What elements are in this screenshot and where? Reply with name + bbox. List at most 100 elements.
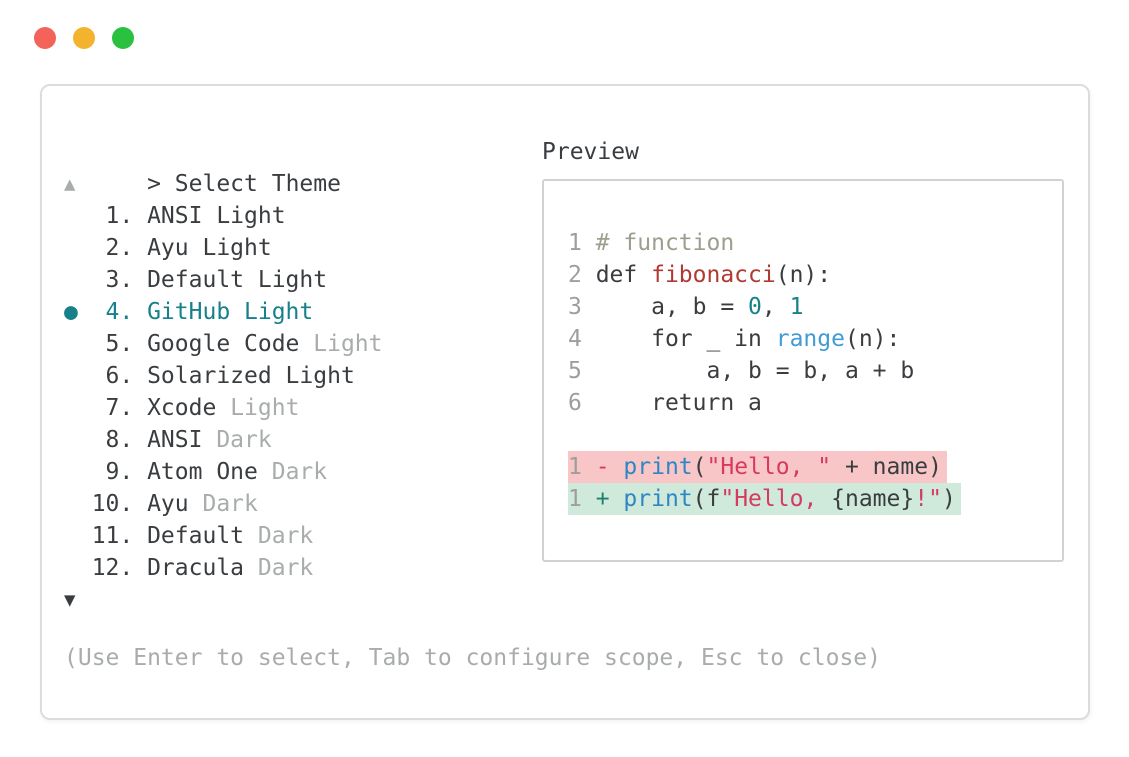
theme-option-label: Ayu Light [147, 235, 272, 261]
theme-option-number: 1. [105, 203, 134, 229]
theme-option-number: 5. [105, 331, 134, 357]
theme-option-label: Xcode [147, 395, 217, 421]
theme-option-github-light[interactable]: ● 4. GitHub Light [64, 296, 383, 328]
code-token-ins: + [595, 486, 624, 512]
selected-bullet-icon: ● [64, 299, 78, 325]
window-controls [34, 27, 134, 49]
theme-option-ayu-light[interactable]: 2. Ayu Light [64, 232, 383, 264]
theme-option-label: GitHub Light [147, 299, 314, 325]
code-token-string: !" [914, 486, 942, 512]
theme-option-default[interactable]: 11. Default Dark [64, 520, 383, 552]
line-number: 3 [568, 294, 582, 320]
code-token-plain: (f [692, 486, 721, 512]
prompt-icon: > [147, 171, 161, 197]
code-token-plain: ) [941, 486, 956, 512]
theme-option-number: 11. [91, 523, 134, 549]
theme-option-label: ANSI Light [147, 203, 286, 229]
theme-option-number: 12. [91, 555, 134, 581]
line-number: 4 [568, 326, 582, 352]
code-token-plain: for _ in [595, 326, 776, 352]
line-number: 1 [568, 454, 582, 480]
theme-option-ansi-light[interactable]: 1. ANSI Light [64, 200, 383, 232]
theme-option-variant: Dark [202, 491, 258, 517]
theme-option-dracula[interactable]: 12. Dracula Dark [64, 552, 383, 584]
theme-option-number: 3. [105, 267, 134, 293]
line-number: 5 [568, 358, 582, 384]
theme-option-ansi[interactable]: 8. ANSI Dark [64, 424, 383, 456]
theme-option-atom-one[interactable]: 9. Atom One Dark [64, 456, 383, 488]
code-token-comment: # function [595, 230, 735, 256]
picker-header: > Select Theme [64, 136, 383, 197]
code-token-string: "Hello, [720, 486, 832, 512]
theme-option-label: Ayu [147, 491, 189, 517]
theme-option-xcode[interactable]: 7. Xcode Light [64, 392, 383, 424]
code-token-plain: a, b = b, a + b [595, 358, 915, 384]
theme-option-number: 9. [105, 459, 134, 485]
line-number: 6 [568, 390, 582, 416]
theme-option-variant: Dark [216, 427, 272, 453]
theme-option-number: 8. [105, 427, 134, 453]
line-number: 1 [568, 486, 582, 512]
code-token-plain: (n): [844, 326, 901, 352]
code-token-plain: + name) [831, 454, 942, 480]
code-token-num: 1 [789, 294, 804, 320]
code-line: 4 for _ in range(n): [568, 323, 1062, 355]
preview-title: Preview [542, 139, 639, 165]
theme-option-label: Default Light [147, 267, 328, 293]
theme-option-ayu[interactable]: 10. Ayu Dark [64, 488, 383, 520]
code-token-plain: a, b = [595, 294, 749, 320]
code-line: 3 a, b = 0, 1 [568, 291, 1062, 323]
code-token-plain: {name} [831, 486, 915, 512]
theme-option-variant: Light [230, 395, 300, 421]
picker-title: Select Theme [174, 171, 341, 197]
theme-option-label: Atom One [147, 459, 258, 485]
theme-option-number: 6. [105, 363, 134, 389]
code-line: 5 a, b = b, a + b [568, 355, 1062, 387]
code-token-call: print [623, 486, 693, 512]
code-token-plain: def [595, 262, 652, 288]
theme-option-label: Solarized Light [147, 363, 355, 389]
code-token-call: print [623, 454, 693, 480]
theme-option-label: Google Code [147, 331, 300, 357]
theme-option-variant: Light [313, 331, 383, 357]
theme-option-label: ANSI [147, 427, 203, 453]
minimize-button[interactable] [73, 27, 95, 49]
maximize-button[interactable] [112, 27, 134, 49]
theme-option-number: 2. [105, 235, 134, 261]
code-token-num: 0 [748, 294, 762, 320]
theme-option-variant: Dark [271, 459, 328, 485]
theme-option-default-light[interactable]: 3. Default Light [64, 264, 383, 296]
theme-option-label: Default [147, 523, 245, 549]
theme-option-variant: Dark [257, 523, 314, 549]
code-diff-line-del: 1 - print("Hello, " + name) [568, 451, 1062, 483]
code-line: 1 # function [568, 227, 1062, 259]
code-token-plain: return a [595, 390, 762, 416]
close-button[interactable] [34, 27, 56, 49]
scroll-down-icon[interactable]: ▼ [64, 589, 76, 611]
code-token-plain: ( [692, 454, 707, 480]
theme-option-number: 4. [105, 299, 134, 325]
theme-option-number: 7. [105, 395, 134, 421]
theme-option-solarized-light[interactable]: 6. Solarized Light [64, 360, 383, 392]
code-token-string: "Hello, " [706, 454, 832, 480]
line-number: 1 [568, 230, 582, 256]
code-line: 2 def fibonacci(n): [568, 259, 1062, 291]
line-number: 2 [568, 262, 582, 288]
code-token-del: - [595, 454, 624, 480]
code-token-func: fibonacci [651, 262, 776, 288]
theme-option-variant: Dark [257, 555, 314, 581]
code-token-plain: , [761, 294, 790, 320]
theme-option-label: Dracula [147, 555, 245, 581]
code-diff-line-ins: 1 + print(f"Hello, {name}!") [568, 483, 1062, 515]
theme-option-number: 10. [91, 491, 134, 517]
theme-option-google-code[interactable]: 5. Google Code Light [64, 328, 383, 360]
code-token-builtin: range [775, 326, 845, 352]
code-token-plain: (n): [775, 262, 832, 288]
code-line [568, 419, 1062, 451]
code-line: 6 return a [568, 387, 1062, 419]
scroll-up-icon[interactable]: ▲ [64, 173, 76, 195]
